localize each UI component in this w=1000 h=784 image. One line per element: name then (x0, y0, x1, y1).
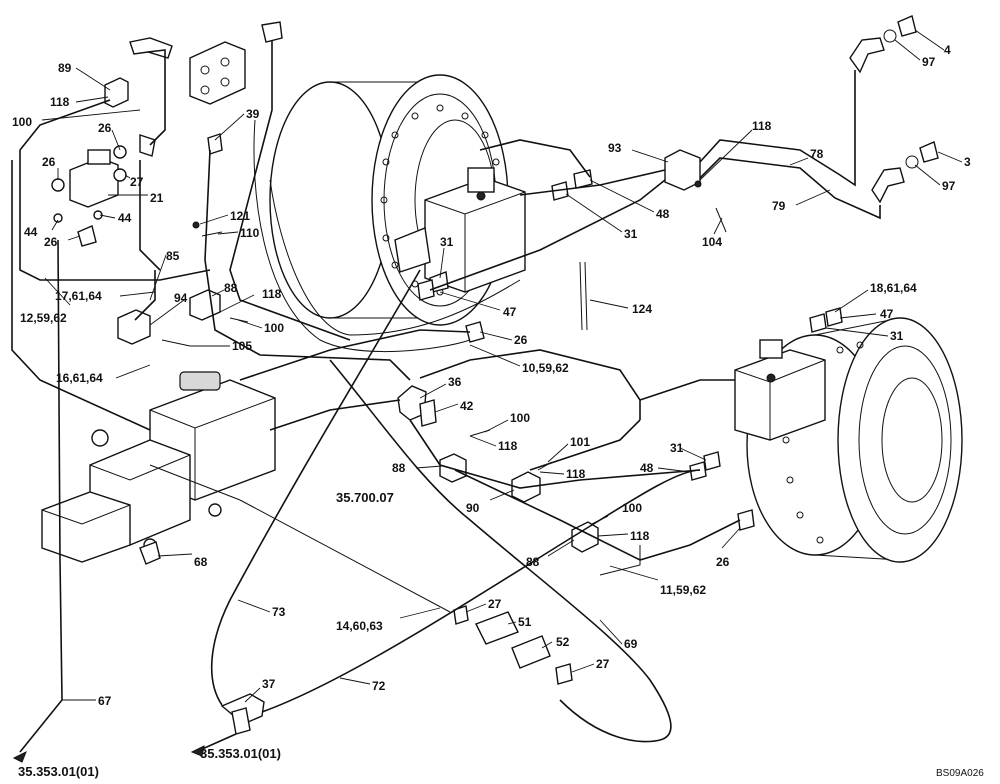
travel-motor-upper (269, 74, 526, 326)
callout-118: 118 (630, 529, 650, 543)
callout-37: 37 (262, 677, 276, 691)
callout-121: 121 (230, 209, 250, 223)
callout-105: 105 (232, 339, 252, 353)
callout-89: 89 (58, 61, 72, 75)
callout-21: 21 (150, 191, 164, 205)
callout-27: 27 (130, 175, 144, 189)
fittings-middle (139, 307, 843, 735)
callout-31: 31 (890, 329, 904, 343)
callout-52: 52 (556, 635, 570, 649)
callout-97: 97 (942, 179, 956, 193)
callout-14-60-63: 14,60,63 (336, 619, 383, 633)
callout-44: 44 (118, 211, 132, 225)
callout-4: 4 (944, 43, 951, 57)
callout-100: 100 (264, 321, 284, 335)
callout-47: 47 (880, 307, 894, 321)
callout-73: 73 (272, 605, 286, 619)
callout-26: 26 (98, 121, 112, 135)
control-valve-assembly (41, 371, 276, 563)
callout-67: 67 (98, 694, 112, 708)
lower-left-reference: 35.353.01(01) (18, 764, 99, 779)
callout-88: 88 (224, 281, 238, 295)
fittings-upper-left (51, 21, 283, 347)
callout-26: 26 (514, 333, 528, 347)
callout-27: 27 (488, 597, 502, 611)
callout-110: 110 (240, 226, 260, 240)
callout-3: 3 (964, 155, 971, 169)
drawing-code: BS09A026 (936, 768, 984, 779)
callout-72: 72 (372, 679, 386, 693)
callout-26: 26 (716, 555, 730, 569)
callout-16-61-64: 16,61,64 (56, 371, 103, 385)
callout-97: 97 (922, 55, 936, 69)
callout-90: 90 (466, 501, 480, 515)
callout-44: 44 (24, 225, 38, 239)
arrow-heads (12, 745, 205, 763)
callout-42: 42 (460, 399, 474, 413)
callout-labels: 89 118 100 26 26 27 21 44 44 26 39 121 1… (12, 43, 984, 779)
callout-39: 39 (246, 107, 260, 121)
callout-26: 26 (44, 235, 58, 249)
callout-51: 51 (518, 615, 532, 629)
callout-68: 68 (194, 555, 208, 569)
callout-88: 88 (392, 461, 406, 475)
callout-11-59-62: 11,59,62 (660, 583, 706, 597)
callout-48: 48 (656, 207, 670, 221)
callout-78: 78 (810, 147, 824, 161)
hose-routes (11, 40, 881, 753)
callout-118: 118 (752, 119, 772, 133)
callout-27: 27 (596, 657, 610, 671)
callout-48: 48 (640, 461, 654, 475)
callout-79: 79 (772, 199, 786, 213)
callout-36: 36 (448, 375, 462, 389)
callout-118: 118 (498, 439, 518, 453)
callout-93: 93 (608, 141, 622, 155)
callout-94: 94 (174, 291, 188, 305)
callout-10-59-62: 10,59,62 (522, 361, 569, 375)
leader-lines (41, 29, 963, 703)
callout-12-59-62: 12,59,62 (20, 311, 67, 325)
callout-104: 104 (702, 235, 722, 249)
callout-118: 118 (566, 467, 586, 481)
callout-85: 85 (166, 249, 180, 263)
callout-118: 118 (50, 95, 70, 109)
motor-reference: 35.700.07 (336, 490, 394, 505)
callout-100: 100 (510, 411, 530, 425)
callout-69: 69 (624, 637, 638, 651)
callout-101: 101 (570, 435, 590, 449)
callout-31: 31 (440, 235, 454, 249)
callout-100: 100 (12, 115, 32, 129)
bottom-reference: 35.353.01(01) (200, 746, 281, 761)
callout-26: 26 (42, 155, 56, 169)
callout-47: 47 (503, 305, 517, 319)
callout-88: 88 (526, 555, 540, 569)
callout-31: 31 (670, 441, 684, 455)
callout-118: 118 (262, 287, 282, 301)
callout-18-61-64: 18,61,64 (870, 281, 917, 295)
callout-124: 124 (632, 302, 652, 316)
travel-motor-lower (734, 317, 963, 563)
fittings-upper-right (417, 15, 939, 343)
callout-100: 100 (622, 501, 642, 515)
callout-31: 31 (624, 227, 638, 241)
callout-17-61-64: 17,61,64 (55, 289, 102, 303)
